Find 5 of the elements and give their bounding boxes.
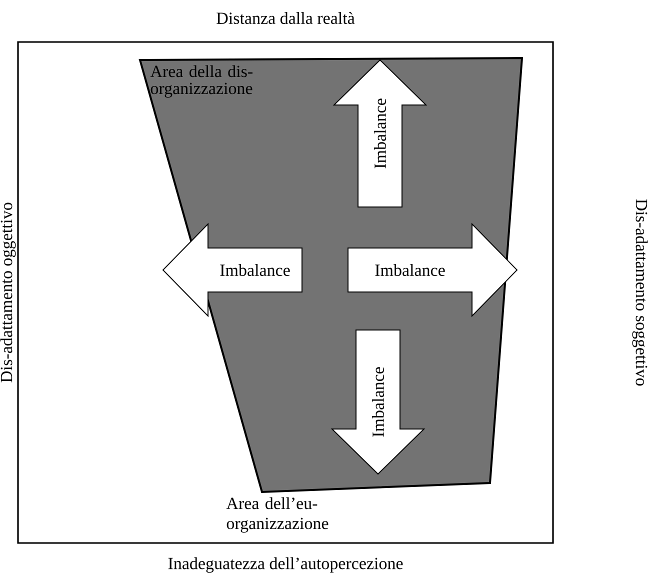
side-heading: Dis-adattamento oggettivo [0, 202, 16, 382]
frame-heading: Distanza dalla realtà [216, 12, 355, 24]
frame-caption: Inadeguatezza dell’autopercezione [168, 557, 403, 573]
area-label: Area dell’eu-organizzazione [226, 497, 328, 533]
side-heading: Dis-adattamento soggettivo [632, 199, 648, 386]
